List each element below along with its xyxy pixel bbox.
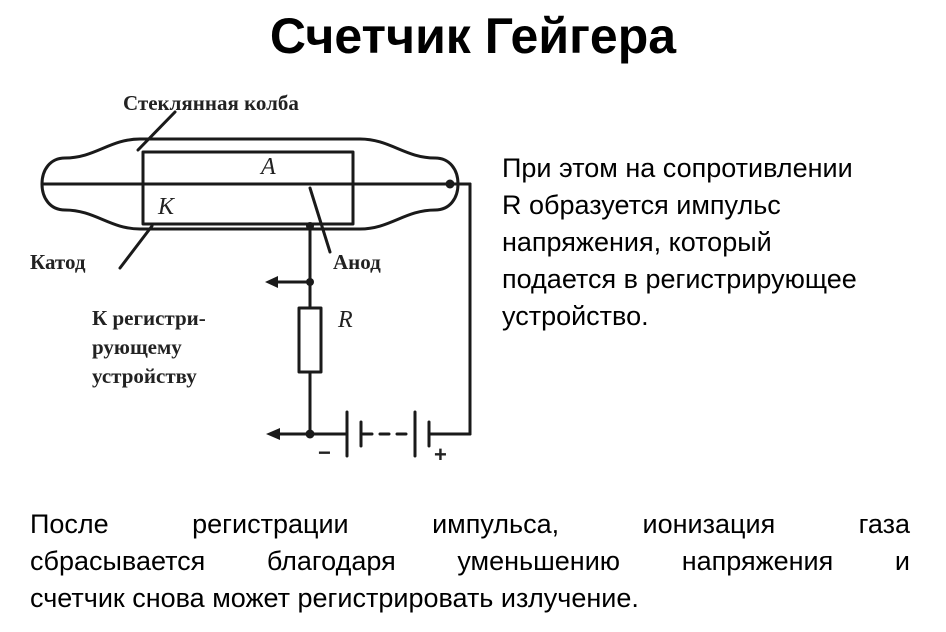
cathode-letter: К: [157, 194, 176, 220]
to-device-label-line3: устройству: [92, 364, 197, 388]
node-bottom: [305, 429, 315, 439]
node-cathode: [306, 222, 314, 230]
explanation-line: При этом на сопротивлении: [502, 153, 853, 183]
word: благодаря: [266, 546, 396, 576]
paragraph-line-3: счетчик снова может регистрировать излуч…: [30, 583, 639, 613]
word: газа: [858, 509, 910, 539]
flask-leader: [136, 110, 177, 152]
anode-label: Анод: [333, 250, 381, 274]
node-anode-end: [445, 179, 455, 189]
glass-flask: [40, 137, 460, 231]
minus-sign: −: [318, 440, 331, 465]
arrow-to-device-upper: [265, 276, 278, 288]
to-device-label-line1: К регистри-: [92, 306, 206, 330]
anode-leader: [308, 186, 332, 254]
paragraph-line-1: После регистрации импульса, ионизация га…: [30, 506, 910, 543]
plus-sign: +: [434, 442, 447, 467]
word: уменьшению: [457, 546, 621, 576]
arrow-to-device-lower: [266, 428, 280, 440]
word: напряжения: [681, 546, 834, 576]
explanation-line: подается в регистрирующее: [502, 264, 857, 294]
word: регистрации: [192, 509, 349, 539]
to-device-label-line2: рующему: [92, 335, 182, 359]
explanation-text: При этом на сопротивлении R образуется и…: [502, 150, 942, 335]
cathode-label: Катод: [30, 250, 86, 274]
explanation-line: устройство.: [502, 301, 649, 331]
paragraph-line-2: сбрасывается благодаря уменьшению напряж…: [30, 543, 910, 580]
anode-letter: А: [259, 154, 276, 180]
page-title: Счетчик Гейгера: [269, 8, 677, 64]
cathode-leader: [118, 224, 154, 270]
cathode-cylinder: [141, 150, 355, 226]
word: сбрасывается: [30, 546, 206, 576]
word: импульса,: [432, 509, 560, 539]
word: После: [30, 509, 109, 539]
reset-paragraph: После регистрации импульса, ионизация га…: [30, 506, 910, 617]
word: ионизация: [642, 509, 776, 539]
node-branch: [306, 278, 314, 286]
explanation-line: R образуется импульс: [502, 190, 781, 220]
resistor: [297, 306, 323, 374]
word: и: [894, 546, 910, 576]
flask-label: Стеклянная колба: [123, 91, 299, 115]
resistor-label: R: [337, 307, 353, 333]
explanation-line: напряжения, который: [502, 227, 772, 257]
